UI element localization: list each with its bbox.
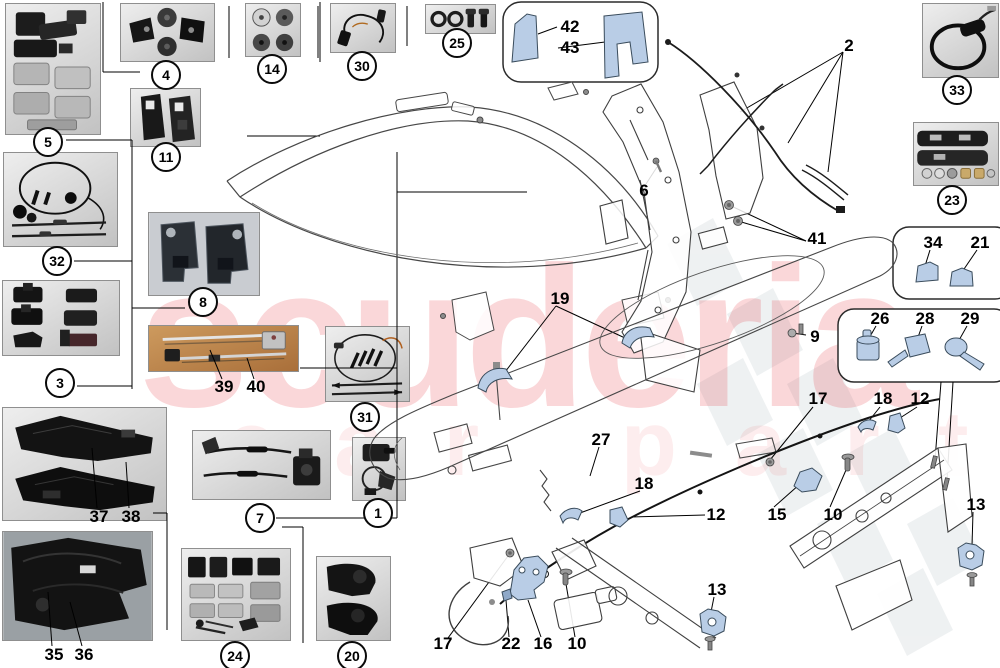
callout-12-b: 12 (706, 505, 726, 524)
callout-36: 36 (74, 645, 94, 664)
callout-17-b: 17 (433, 634, 453, 653)
callout-28: 28 (915, 309, 935, 328)
callout-20: 20 (337, 641, 367, 668)
callout-18-a: 18 (873, 389, 893, 408)
callout-30: 30 (347, 51, 377, 81)
roof-hinge-drawings (395, 81, 671, 341)
callout-41: 41 (807, 229, 827, 248)
part-12-wedge-right (887, 412, 906, 434)
callout-1: 1 (363, 498, 393, 528)
callout-38: 38 (121, 507, 141, 526)
callout-24: 24 (220, 641, 250, 668)
callout-21: 21 (970, 233, 990, 252)
part-16-bracket (509, 555, 549, 601)
photo-panel-33 (922, 3, 999, 78)
callout-27: 27 (591, 430, 611, 449)
photo-panel-37-38 (2, 407, 167, 521)
callout-32: 32 (42, 246, 72, 276)
photo-panel-23 (913, 122, 999, 186)
callout-9: 9 (810, 327, 820, 346)
rear-shelf-drawing (369, 236, 898, 481)
callout-13-b: 13 (707, 580, 727, 599)
callout-34: 34 (923, 233, 943, 252)
callout-42: 42 (560, 17, 580, 36)
callout-19: 19 (550, 289, 570, 308)
callout-39: 39 (214, 377, 234, 396)
callout-4: 4 (151, 60, 181, 90)
callout-11: 11 (151, 142, 181, 172)
highlighted-parts (477, 11, 985, 637)
photo-panel-31 (325, 326, 410, 402)
photo-panel-30 (330, 3, 396, 53)
part-43-gasket (603, 11, 649, 79)
callout-37: 37 (89, 507, 109, 526)
part-18-clip-right (857, 419, 877, 434)
callout-33: 33 (942, 75, 972, 105)
photo-panel-11 (130, 88, 201, 147)
part-15-bracket (793, 467, 823, 493)
callout-31: 31 (350, 402, 380, 432)
photo-panel-24 (181, 548, 291, 641)
callout-40: 40 (246, 377, 266, 396)
photo-panel-39-40 (148, 325, 299, 372)
part-12-wedge-left (609, 506, 629, 528)
callout-23: 23 (937, 185, 967, 215)
callout-5: 5 (33, 127, 63, 157)
photo-panel-5 (5, 3, 101, 135)
part-19-clip-left (477, 367, 513, 393)
callout-13-a: 13 (966, 495, 986, 514)
callout-8: 8 (188, 287, 218, 317)
part-29-adjuster (944, 337, 968, 357)
part-21-clip (949, 267, 974, 287)
callout-10-a: 10 (823, 505, 843, 524)
callout-14: 14 (257, 54, 287, 84)
callout-17-a: 17 (808, 389, 828, 408)
photo-panel-35-36 (2, 531, 153, 641)
callout-6: 6 (639, 181, 649, 200)
part-34-clip (915, 261, 939, 283)
callout-7: 7 (245, 503, 275, 533)
b-pillar-frame-drawing (599, 81, 764, 393)
part-28-adjuster (904, 333, 931, 358)
callout-26: 26 (870, 309, 890, 328)
photo-panel-20 (316, 556, 391, 641)
callout-29: 29 (960, 309, 980, 328)
photo-panel-25 (425, 4, 496, 34)
callout-22: 22 (501, 634, 521, 653)
flap-rail-drawing (789, 443, 973, 631)
callout-12-a: 12 (910, 389, 930, 408)
callout-10-b: 10 (567, 634, 587, 653)
callout-43: 43 (560, 38, 580, 57)
cable-harness-drawing (665, 39, 849, 213)
photo-panel-8 (148, 212, 260, 296)
photo-panel-4 (120, 3, 215, 62)
callout-2: 2 (844, 36, 854, 55)
latch-mechanism-drawing (448, 469, 717, 649)
callout-3: 3 (45, 368, 75, 398)
callout-18-b: 18 (634, 474, 654, 493)
photo-panel-14 (245, 3, 301, 57)
part-19-clip-right (621, 326, 655, 349)
callout-25: 25 (442, 28, 472, 58)
photo-panel-3 (2, 280, 120, 356)
fastener-drawings (505, 157, 978, 651)
part-42-gasket (511, 13, 539, 63)
photo-panel-7 (192, 430, 331, 500)
part-18-clip-left (559, 507, 583, 525)
photo-panel-32 (3, 152, 118, 247)
callout-15: 15 (767, 505, 787, 524)
callout-35: 35 (44, 645, 64, 664)
roof-panel-drawing (226, 106, 659, 268)
part-22-clip (501, 588, 513, 602)
callout-16: 16 (533, 634, 553, 653)
